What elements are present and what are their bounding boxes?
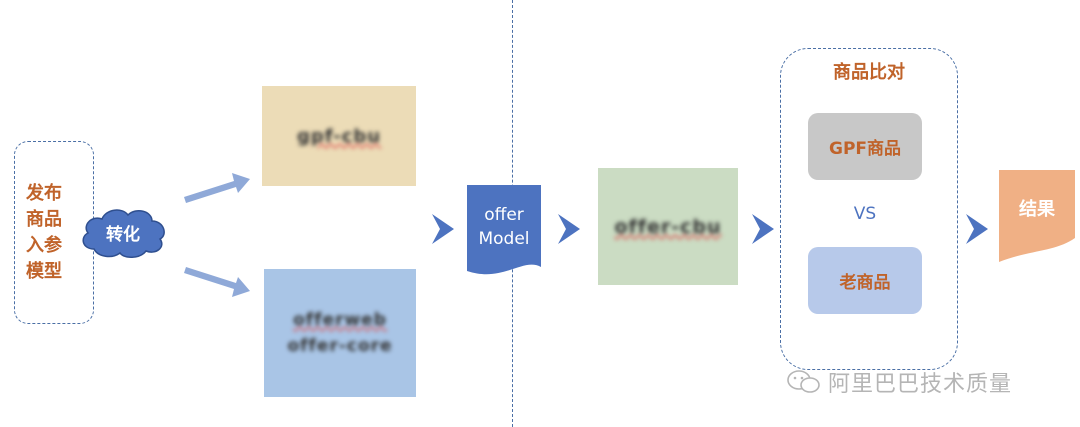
offer-cbu-box: offer-cbu [598, 168, 738, 285]
transform-label: 转化 [106, 224, 140, 245]
chevron-arrow-2 [558, 214, 580, 244]
arrow-up-right [184, 173, 250, 203]
publish-input-label: 发布 商品 入参 模型 [26, 182, 62, 282]
chevron-arrow-4 [966, 214, 988, 244]
old-product-label: 老商品 [839, 273, 891, 293]
watermark: 阿里巴巴技术质量 [786, 366, 1012, 398]
compare-title: 商品比对 [833, 62, 905, 83]
cloud-shape [82, 209, 165, 258]
arrow-down-right [184, 267, 250, 297]
compare-group [780, 48, 958, 370]
gpf-cbu-label: gpf-cbu [296, 125, 382, 147]
offer-model-label: offer Model [478, 205, 530, 249]
split-arrows [184, 173, 250, 297]
doc-shape [467, 185, 541, 275]
gpf-cbu-box: gpf-cbu [262, 86, 416, 186]
chevron-arrow-3 [752, 214, 774, 244]
watermark-text: 阿里巴巴技术质量 [828, 372, 1013, 397]
result-doc-shape [999, 170, 1075, 262]
offer-cbu-label: offer-cbu [614, 215, 722, 238]
transform-cloud: 转化 [76, 205, 170, 259]
vs-label: VS [853, 204, 877, 224]
gpf-product-label: GPF商品 [828, 139, 902, 159]
offer-model-doc: offer Model [467, 185, 541, 277]
chevron-arrow-1 [432, 214, 454, 244]
gpf-product-box: GPF商品 [808, 113, 922, 180]
offerweb-label: offerweb [293, 310, 387, 330]
result-doc: 结果 [999, 170, 1075, 262]
offer-core-box: offerweb offer-core [264, 269, 416, 397]
wechat-icon [787, 370, 820, 393]
offer-core-label: offer-core [287, 336, 393, 356]
old-product-box: 老商品 [808, 247, 922, 314]
result-label: 结果 [1019, 199, 1055, 220]
